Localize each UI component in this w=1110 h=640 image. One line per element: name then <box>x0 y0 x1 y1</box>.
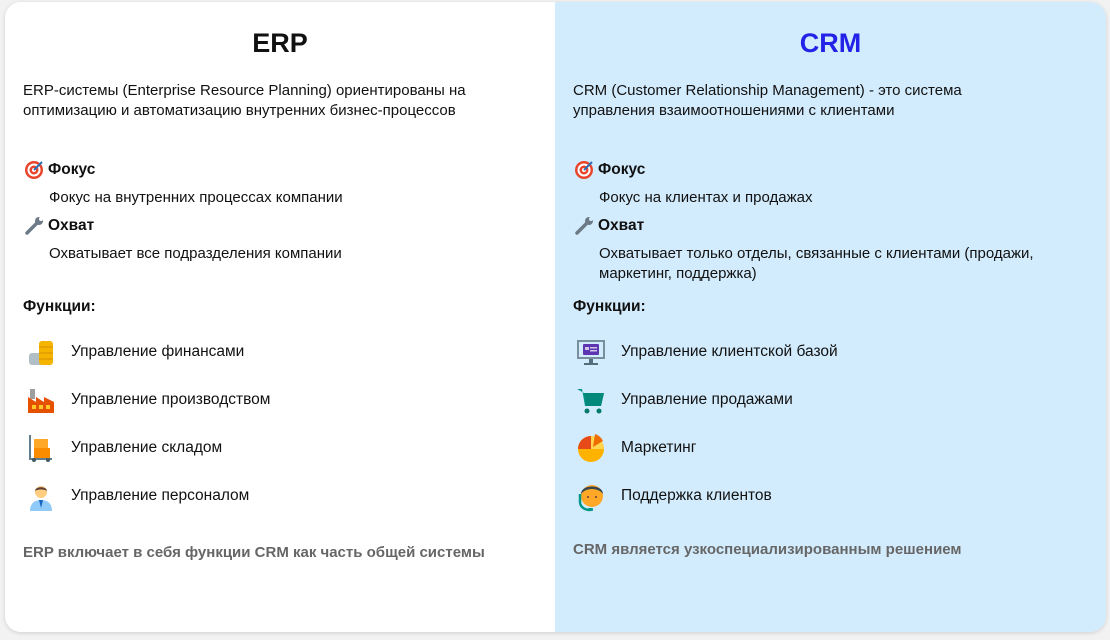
warehouse-cart-icon <box>25 432 57 464</box>
crm-description: CRM (Customer Relationship Management) -… <box>573 82 962 119</box>
crm-function-item: Управление клиентской базой <box>575 336 838 368</box>
erp-description: ERP-системы (Enterprise Resource Plannin… <box>23 82 466 119</box>
crm-title: CRM <box>799 28 862 58</box>
erp-scope-heading: Охват <box>23 216 94 236</box>
function-label: Управление складом <box>71 439 223 456</box>
employee-icon <box>25 480 57 512</box>
erp-title: ERP <box>252 28 308 58</box>
erp-column: ERP ERP-системы (Enterprise Resource Pla… <box>5 2 555 632</box>
crm-focus-heading: Фокус <box>573 160 645 180</box>
wrench-icon <box>573 216 595 236</box>
function-label: Управление финансами <box>71 343 245 360</box>
crm-scope-label: Охват <box>598 217 645 234</box>
crm-focus-label: Фокус <box>598 161 646 178</box>
erp-focus-label: Фокус <box>48 161 96 178</box>
support-agent-icon <box>575 480 607 512</box>
target-icon <box>573 160 595 180</box>
crm-column: CRM CRM (Customer Relationship Managemen… <box>555 2 1106 632</box>
erp-function-item: Управление финансами <box>25 336 244 368</box>
crm-scope-text: Охватывает только отделы, связанные с кл… <box>599 245 1034 282</box>
erp-scope-text: Охватывает все подразделения компании <box>49 245 342 262</box>
crm-functions-heading: Функции: <box>573 298 646 315</box>
erp-focus-heading: Фокус <box>23 160 95 180</box>
wrench-icon <box>23 216 45 236</box>
function-label: Поддержка клиентов <box>621 487 772 504</box>
shopping-cart-icon <box>575 384 607 416</box>
function-label: Управление персоналом <box>71 487 250 504</box>
erp-focus-text: Фокус на внутренних процессах компании <box>49 189 343 206</box>
function-label: Управление клиентской базой <box>621 343 838 360</box>
crm-note: CRM является узкоспециализированным реше… <box>573 541 962 558</box>
function-label: Маркетинг <box>621 439 697 456</box>
factory-icon <box>25 384 57 416</box>
crm-function-item: Управление продажами <box>575 384 793 416</box>
erp-functions-heading: Функции: <box>23 298 96 315</box>
crm-scope-heading: Охват <box>573 216 644 236</box>
function-label: Управление производством <box>71 391 271 408</box>
coins-icon <box>25 336 57 368</box>
crm-focus-text: Фокус на клиентах и продажах <box>599 189 813 206</box>
comparison-card: ERP ERP-системы (Enterprise Resource Pla… <box>5 2 1106 632</box>
erp-scope-label: Охват <box>48 217 95 234</box>
function-label: Управление продажами <box>621 391 793 408</box>
pie-chart-icon <box>575 432 607 464</box>
erp-function-item: Управление персоналом <box>25 480 249 512</box>
target-icon <box>23 160 45 180</box>
erp-function-item: Управление складом <box>25 432 222 464</box>
client-database-icon <box>575 336 607 368</box>
crm-function-item: Маркетинг <box>575 432 696 464</box>
erp-note: ERP включает в себя функции CRM как част… <box>23 544 485 561</box>
erp-function-item: Управление производством <box>25 384 270 416</box>
crm-function-item: Поддержка клиентов <box>575 480 772 512</box>
